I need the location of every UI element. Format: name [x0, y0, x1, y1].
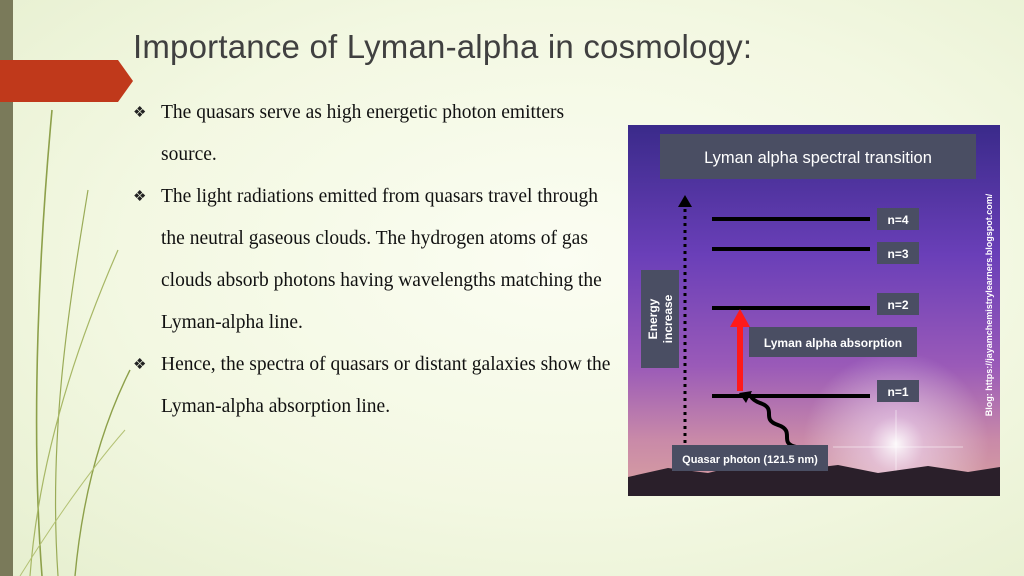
absorption-label: Lyman alpha absorption — [764, 336, 902, 350]
bullet-item: ❖ Hence, the spectra of quasars or dista… — [133, 344, 613, 428]
photon-label-box — [672, 445, 828, 471]
energy-label-line1: Energy — [646, 298, 660, 339]
bullet-text: The light radiations emitted from quasar… — [161, 186, 602, 333]
level-label-n4: n=4 — [887, 213, 908, 227]
diagram-title: Lyman alpha spectral transition — [704, 149, 932, 167]
bullet-item: ❖ The quasars serve as high energetic ph… — [133, 92, 613, 176]
left-accent-bar — [0, 0, 13, 576]
absorption-label-box — [749, 327, 917, 357]
bullet-text: The quasars serve as high energetic phot… — [161, 102, 565, 165]
bullet-item: ❖ The light radiations emitted from quas… — [133, 176, 613, 344]
mountain-silhouette — [628, 463, 1000, 496]
title-accent-tab — [0, 60, 133, 102]
photon-label: Quasar photon (121.5 nm) — [682, 454, 818, 466]
energy-arrow-head-icon — [678, 195, 692, 207]
diamond-bullet-icon: ❖ — [133, 105, 147, 121]
diamond-bullet-icon: ❖ — [133, 357, 147, 373]
diamond-bullet-icon: ❖ — [133, 189, 147, 205]
blog-credit: Blog: https://jayamchemistrylearners.blo… — [984, 193, 994, 416]
energy-label-box — [641, 270, 679, 368]
photon-wave-icon — [742, 392, 797, 449]
diagram-title-box — [660, 134, 976, 179]
lyman-alpha-diagram: Lyman alpha spectral transition n=4 n=3 … — [628, 125, 1000, 496]
slide-title: Importance of Lyman-alpha in cosmology: — [133, 28, 753, 65]
level-label-n1: n=1 — [887, 385, 908, 399]
level-label-n3: n=3 — [887, 247, 908, 261]
absorption-arrow-head-icon — [730, 309, 750, 327]
bullet-list: ❖ The quasars serve as high energetic ph… — [133, 92, 613, 428]
decorative-leaf-lines — [19, 109, 131, 576]
energy-label-line2: increase — [661, 294, 675, 343]
bullet-text: Hence, the spectra of quasars or distant… — [161, 354, 611, 417]
level-label-n2: n=2 — [887, 298, 908, 312]
